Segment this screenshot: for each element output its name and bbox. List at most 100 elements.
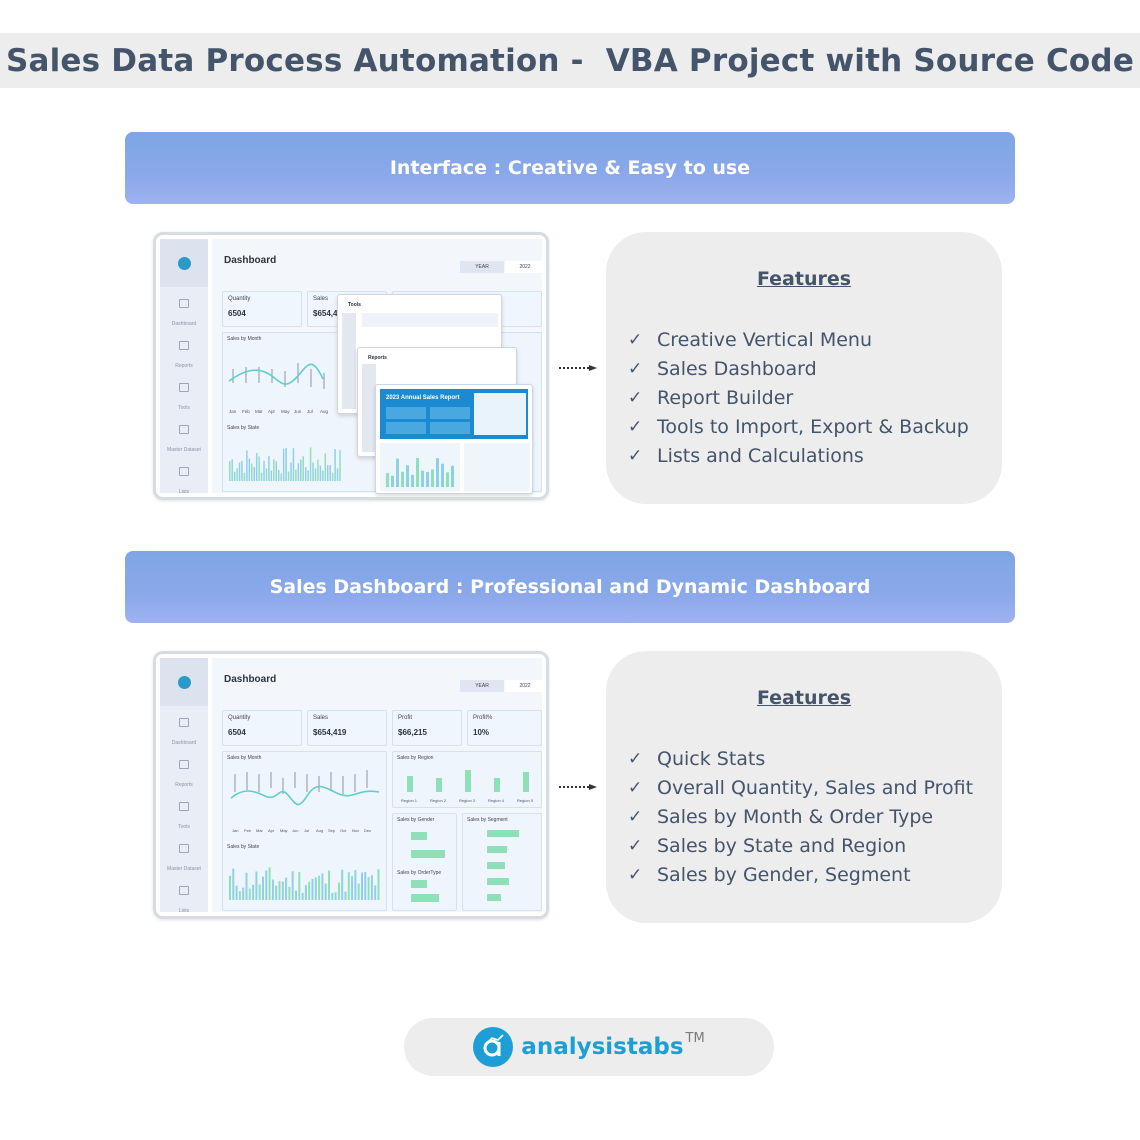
state-bar	[278, 881, 281, 900]
sales-by-state-bars	[229, 867, 380, 900]
state-bar	[280, 473, 282, 481]
region-tick: Region 4	[488, 798, 505, 803]
menu-item-master-dataset: Master Dataset	[167, 866, 201, 872]
state-bar	[291, 871, 294, 900]
panel-title: Sales by Region	[397, 755, 434, 761]
year-value: 2022	[505, 261, 545, 273]
state-bar	[252, 884, 255, 900]
month-tick: Sep	[328, 828, 336, 833]
dataset-icon	[179, 844, 189, 853]
feature-item: ✓Overall Quantity, Sales and Profit	[628, 777, 974, 800]
year-value: 2022	[505, 680, 545, 692]
state-bar	[300, 459, 302, 481]
state-bar	[324, 453, 327, 481]
report-title: 2023 Annual Sales Report	[386, 395, 460, 401]
dashboard-icon	[179, 299, 189, 308]
arrow-icon	[559, 784, 597, 790]
month-tick: May	[280, 828, 288, 833]
dashboard-icon	[179, 718, 189, 727]
check-icon: ✓	[628, 749, 643, 770]
state-bar	[334, 449, 336, 481]
state-bar	[268, 456, 270, 481]
stat-value: 6504	[228, 728, 246, 737]
state-bar	[351, 876, 354, 900]
menu-item-dashboard: Dashboard	[171, 321, 197, 327]
state-bar	[292, 448, 295, 481]
state-bar	[339, 450, 341, 481]
state-bar	[436, 458, 439, 487]
state-bar	[243, 472, 246, 481]
state-bar	[255, 453, 258, 481]
features-heading: Features	[756, 268, 852, 290]
state-bar	[260, 472, 263, 481]
month-tick: Mar	[255, 409, 263, 414]
state-bar	[235, 885, 238, 900]
reports-icon	[179, 760, 189, 769]
state-bar	[367, 877, 370, 900]
check-icon: ✓	[628, 806, 643, 827]
state-bar	[297, 463, 300, 481]
sales-by-region-panel: Sales by Region Region 1 Region 2 Region…	[392, 751, 542, 808]
state-bar	[298, 872, 301, 900]
state-bar	[377, 869, 380, 900]
month-tick: Jul	[307, 409, 313, 414]
panel-title: Sales by OrderType	[397, 870, 442, 876]
state-bar	[295, 890, 297, 900]
state-bar	[263, 461, 265, 481]
page-title: Sales Data Process Automation - VBA Proj…	[5, 42, 1135, 79]
state-bar	[361, 872, 363, 900]
panel-title: Sales by Gender	[397, 817, 435, 823]
region-tick: Region 2	[430, 798, 447, 803]
panel-title: Sales by Segment	[467, 817, 508, 823]
state-bar	[302, 456, 304, 481]
state-bar	[327, 465, 329, 481]
state-bar	[321, 873, 324, 900]
state-bar	[411, 474, 414, 487]
state-bar	[248, 888, 251, 900]
stat-value: 10%	[473, 728, 490, 737]
sales-by-month-panel: Sales by Month Jan Feb Mar Apr May Jun J…	[222, 751, 387, 911]
feature-item: ✓Sales by State and Region	[628, 834, 907, 857]
state-bar	[285, 877, 288, 900]
state-bar	[233, 471, 236, 481]
menu-item-dashboard: Dashboard	[171, 740, 197, 746]
state-bar	[311, 878, 314, 900]
month-tick: Mar	[256, 828, 264, 833]
state-bar	[309, 447, 312, 481]
brand-badge: analysistabs TM	[404, 1018, 774, 1076]
state-bar	[229, 461, 231, 481]
state-bar	[336, 468, 339, 481]
month-tick: Apr	[268, 828, 275, 833]
tools-icon	[179, 802, 189, 811]
state-bar	[304, 467, 307, 481]
state-bar	[265, 468, 268, 481]
menu-item-lists: Lists	[178, 908, 190, 914]
state-bar	[344, 891, 347, 900]
month-tick: Jun	[294, 409, 302, 414]
banner-label: Sales Dashboard : Professional and Dynam…	[269, 576, 871, 598]
stat-card-profit: Profit $66,215	[392, 710, 462, 746]
state-bar	[287, 471, 290, 481]
feature-item: ✓Quick Stats	[628, 748, 766, 771]
state-bar	[317, 459, 319, 481]
state-bar	[281, 881, 284, 900]
stat-card-sales: Sales $654,419	[307, 710, 387, 746]
feature-item: ✓Lists and Calculations	[628, 444, 864, 467]
state-bar	[262, 876, 264, 900]
feature-item: ✓Sales Dashboard	[628, 358, 817, 381]
state-bar	[331, 472, 334, 481]
analysistabs-logo-icon	[473, 1027, 514, 1067]
sidebar-menu: Dashboard Reports Tools Master Dataset L…	[160, 658, 208, 914]
stat-label: Profit	[398, 715, 413, 721]
state-bar	[282, 448, 285, 481]
state-bar	[253, 467, 255, 481]
menu-item-reports: Reports	[175, 782, 193, 788]
stat-value: $654,4	[313, 309, 338, 318]
dashboard-main: Dashboard YEAR 2022 Quantity 6504 Sales …	[212, 658, 545, 912]
state-bar	[265, 870, 268, 900]
state-bar	[251, 463, 253, 481]
features-list: ✓Quick Stats ✓Overall Quantity, Sales an…	[628, 745, 973, 889]
sales-by-gender-panel: Sales by Gender Sales by OrderType	[392, 813, 457, 911]
state-bar	[334, 892, 337, 900]
dataset-icon	[179, 425, 189, 434]
